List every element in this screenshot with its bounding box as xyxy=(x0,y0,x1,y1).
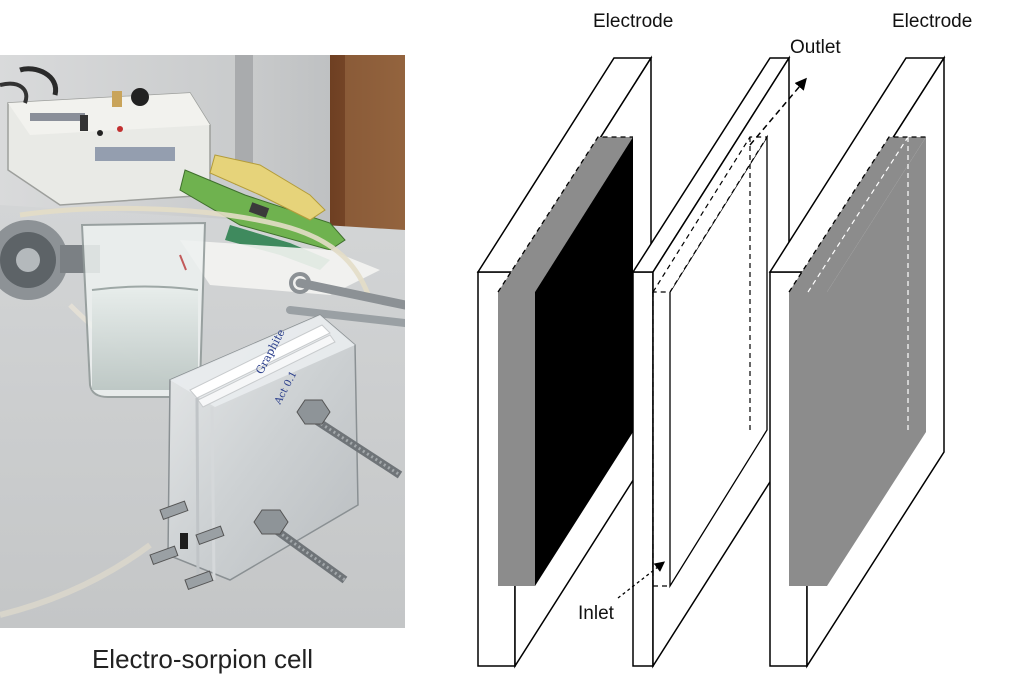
cell-schematic: Electrode Electrode Outlet Inlet xyxy=(476,11,972,669)
label-electrode-left: Electrode xyxy=(593,11,673,32)
outlet-flow-arrow xyxy=(749,77,807,146)
left-electrode-edge xyxy=(498,292,535,586)
label-inlet: Inlet xyxy=(578,603,615,624)
right-electrode-edge xyxy=(789,292,827,586)
left-electrode-plate xyxy=(476,55,653,669)
label-outlet: Outlet xyxy=(790,37,841,58)
right-electrode-carbon xyxy=(827,137,926,586)
left-electrode-carbon xyxy=(535,137,633,586)
electrosorption-cell-photo: Graphite Act 0.1 xyxy=(0,55,405,628)
spacer-frame xyxy=(631,55,791,669)
right-electrode-plate xyxy=(768,55,946,669)
photo-caption: Electro-sorpion cell xyxy=(91,644,314,674)
label-electrode-right: Electrode xyxy=(892,11,972,32)
